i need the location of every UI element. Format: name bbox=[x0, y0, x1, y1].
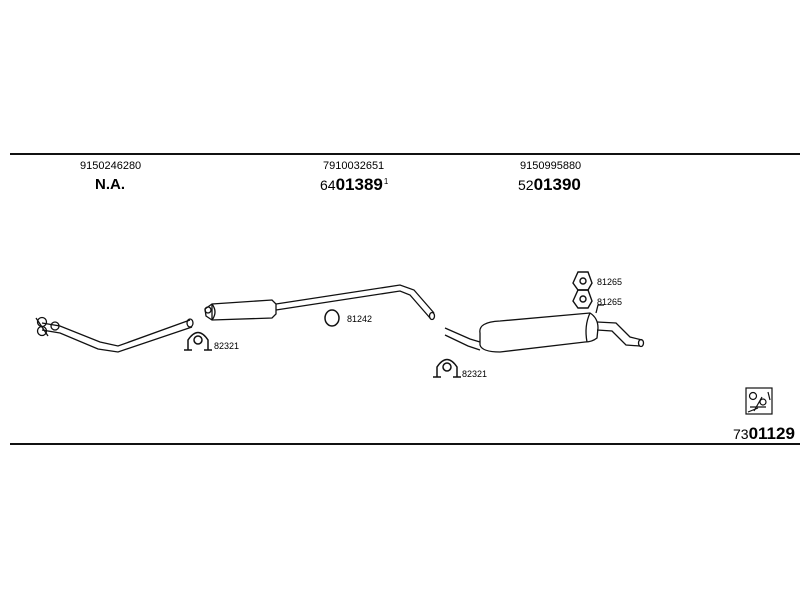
clamp-icon-rear bbox=[433, 358, 461, 378]
oe-number-front-pipe: 9150246280 bbox=[80, 160, 142, 172]
front-pipe bbox=[35, 316, 194, 353]
rear-silencer bbox=[444, 304, 645, 353]
label-clamp-front: 82321 bbox=[214, 341, 240, 351]
rubber-mount-icon-2 bbox=[572, 289, 593, 309]
bottom-rule bbox=[10, 443, 800, 445]
rubber-mount-icon-1 bbox=[572, 271, 593, 291]
oe-number-middle-silencer: 7910032651 bbox=[323, 160, 385, 172]
middle-silencer bbox=[204, 284, 436, 321]
clamp-icon-front bbox=[184, 331, 212, 351]
kit-part-number: 7301129 bbox=[733, 424, 795, 443]
part-number-rear-silencer: 5201390 bbox=[518, 175, 581, 194]
label-rubber-mount-1: 81265 bbox=[597, 277, 623, 287]
mounting-kit-icon bbox=[745, 387, 773, 415]
label-rubber-mount-2: 81265 bbox=[597, 297, 623, 307]
label-ring-gasket: 81242 bbox=[347, 314, 373, 324]
ring-gasket-icon bbox=[324, 309, 340, 327]
oe-number-rear-silencer: 9150995880 bbox=[520, 160, 582, 172]
label-clamp-rear: 82321 bbox=[462, 369, 488, 379]
not-available-label: N.A. bbox=[95, 176, 125, 193]
top-rule bbox=[10, 153, 800, 155]
part-number-middle-silencer: 64013891 bbox=[320, 175, 389, 194]
